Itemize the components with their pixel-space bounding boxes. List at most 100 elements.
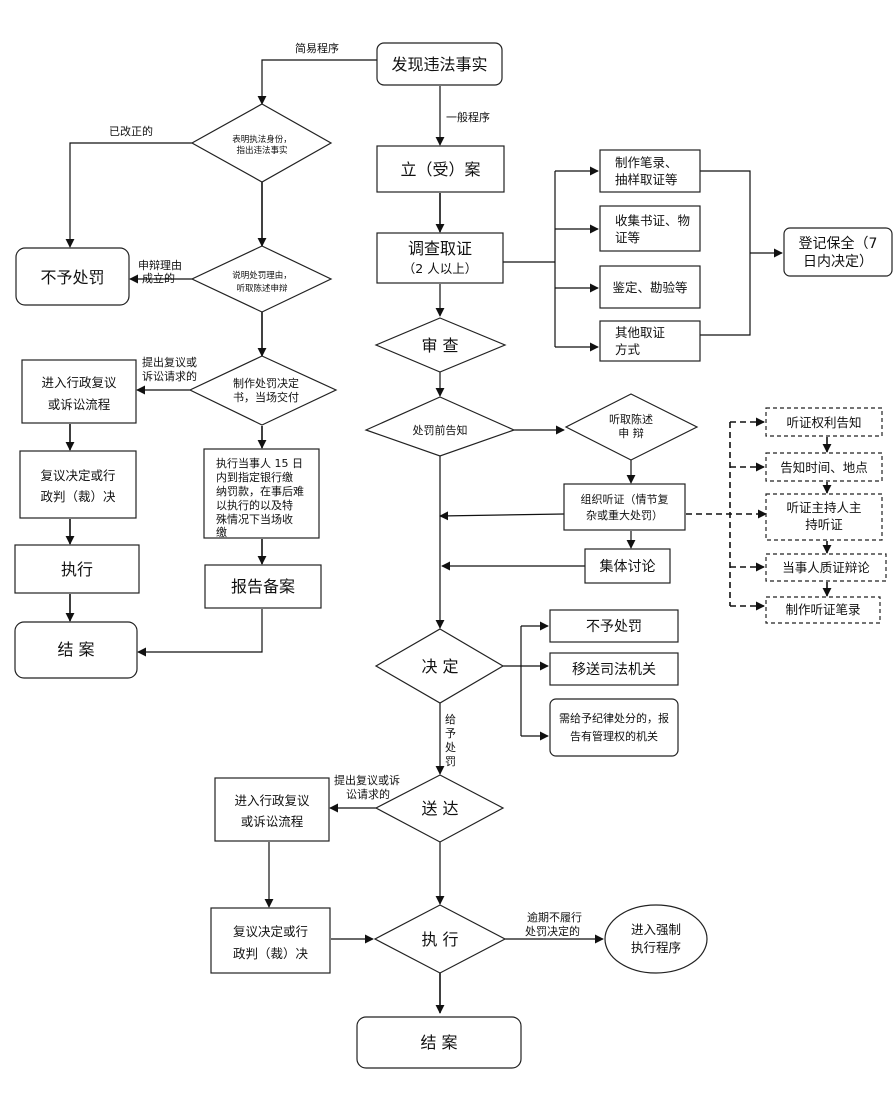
enter-review-left-line1: 进入行政复议 [41,375,117,390]
review-result-left-line2: 政判（裁）决 [40,489,116,504]
other-evidence-line1: 其他取证 [615,325,666,340]
enter-review-left-node: 进入行政复议 或诉讼流程 [21,359,137,424]
show-identity-line2: 指出违法事实 [236,145,287,156]
hearing-step-time-place: 告知时间、地点 [765,452,883,482]
discipline-report-node: 需给予纪律处分的，报 告有管理权的机关 [549,698,679,757]
general-procedure-label: 一般程序 [446,110,490,124]
discipline-line2: 告有管理权的机关 [570,729,658,743]
hearing-node: 组织听证（情节复 杂或重大处罚） [563,483,686,531]
hearing-step-rights-notice: 听证权利告知 [765,407,883,437]
edge-labels: 简易程序 一般程序 已改正的 申辩理由 成立的 提出复议或 诉讼请求的 给 予 … [109,41,582,938]
overdue-line2: 处罚决定的 [525,924,580,938]
review-result-bottom-line1: 复议决定或行 [233,924,308,939]
svg-text:当事人质证辩论: 当事人质证辩论 [782,560,870,575]
investigate-node: 调查取证 （2 人以上） [376,232,504,284]
connector-lines [65,59,832,1014]
collective-discussion-node: 集体讨论 [584,548,671,584]
report-file-node: 报告备案 [204,564,322,609]
review-result-bottom-node: 复议决定或行 政判（裁）决 [210,907,331,974]
defense-valid-line1: 申辩理由 [138,258,182,272]
preserve-line2: 日内决定） [803,254,873,270]
no-penalty-right-label: 不予处罚 [586,619,642,635]
preserve-line1: 登记保全（7 [799,235,878,252]
enter-review-bottom-line2: 或诉讼流程 [241,814,304,829]
hear-statement-diamond: 听取陈述 申 辩 [564,393,699,461]
report-file-label: 报告备案 [231,577,295,596]
pay-fine-node: 执行当事人 15 日 内到指定银行缴 纳罚款，在事后难 以执行的以及特 殊情况下… [203,448,320,539]
discipline-line1: 需给予纪律处分的，报 [559,711,669,725]
discover-violation-label: 发现违法事实 [391,55,487,74]
record-sample-node: 制作笔录、 抽样取证等 [599,149,701,193]
svg-text:制作听证笔录: 制作听证笔录 [785,602,860,617]
deliver-label: 送 达 [421,799,458,818]
make-decision-diamond: 制作处罚决定 书，当场交付 [188,355,338,426]
make-decision-line1: 制作处罚决定 [233,376,299,390]
hear-statement-line1: 听取陈述 [609,412,653,426]
investigate-label: 调查取证 [408,239,472,258]
impose-line2: 予 [445,727,456,740]
hearing-step-host-line1: 听证主持人主持听证 [786,500,861,532]
collect-evidence-node: 收集书证、物 证等 [599,205,701,252]
close-case-label: 结 案 [420,1033,457,1052]
enter-review-left-line2: 或诉讼流程 [48,397,111,412]
explain-reason-line1: 说明处罚理由， [232,270,292,281]
enter-review-bottom-line1: 进入行政复议 [234,793,310,808]
pay-fine-line5: 殊情况下当场收 [216,512,293,526]
impose-line3: 处 [445,741,456,754]
show-identity-diamond: 表明执法身份， 指出违法事实 [190,103,333,183]
preserve-node: 登记保全（7 日内决定） [783,227,893,277]
review-result-left-line1: 复议决定或行 [40,468,115,483]
pay-fine-line4: 以执行的以及特 [216,498,293,512]
pay-fine-line1: 执行当事人 15 日 [216,456,303,470]
enforce-node: 进入强制 执行程序 [604,904,708,974]
execute-left-node: 执行 [14,544,140,594]
transfer-judicial-node: 移送司法机关 [549,652,679,686]
execute-label: 执 行 [421,930,458,949]
other-evidence-line2: 方式 [615,342,641,357]
appeal-bottom-line1: 提出复议或诉 [334,773,400,787]
no-penalty-left-label: 不予处罚 [40,268,104,287]
appraise-node: 鉴定、勘验等 [599,265,701,309]
investigate-sub-label: （2 人以上） [403,261,477,276]
pay-fine-line6: 缴 [216,525,227,539]
collect-evidence-line1: 收集书证、物 [615,213,690,228]
appraise-label: 鉴定、勘验等 [612,280,687,295]
appeal-bottom-line2: 讼请求的 [346,787,390,801]
record-sample-line1: 制作笔录、 [615,155,678,170]
execute-diamond: 执 行 [373,904,507,974]
review-result-left-node: 复议决定或行 政判（裁）决 [19,450,137,519]
corrected-label: 已改正的 [109,124,153,138]
hearing-steps: 听证权利告知 告知时间、地点 听证主持人主持听证 当事人质证辩论 制作听证笔录 [765,407,887,624]
pre-notice-diamond: 处罚前告知 [364,396,516,457]
decide-label: 决 定 [421,657,458,676]
discover-violation-node: 发现违法事实 [376,42,503,86]
register-case-node: 立（受）案 [376,145,505,193]
decide-diamond: 决 定 [374,628,505,704]
hearing-step-host: 听证主持人主持听证 [765,493,883,541]
no-penalty-right-node: 不予处罚 [549,609,679,643]
record-sample-line2: 抽样取证等 [615,172,678,187]
svg-text:告知时间、地点: 告知时间、地点 [780,460,868,475]
hearing-line1: 组织听证（情节复 [581,492,669,506]
make-decision-line2: 书，当场交付 [233,390,299,404]
impose-line4: 罚 [445,755,456,768]
hear-statement-line2: 申 辩 [618,426,644,440]
enforce-line1: 进入强制 [631,922,681,937]
pay-fine-line3: 纳罚款，在事后难 [216,484,304,498]
deliver-diamond: 送 达 [374,774,505,843]
transfer-judicial-label: 移送司法机关 [572,662,656,678]
appeal-left-line1: 提出复议或 [142,355,197,369]
enforce-line2: 执行程序 [631,940,681,955]
collective-discussion-label: 集体讨论 [600,558,656,575]
svg-text:听证权利告知: 听证权利告知 [786,415,861,430]
appeal-left-line2: 诉讼请求的 [142,369,197,383]
collect-evidence-line2: 证等 [615,230,640,245]
defense-valid-line2: 成立的 [142,271,175,285]
close-case-node: 结 案 [356,1016,522,1069]
close-left-node: 结 案 [14,621,138,679]
review-result-bottom-line2: 政判（裁）决 [233,946,309,961]
register-case-label: 立（受）案 [400,160,480,179]
review-label: 审 查 [421,336,458,355]
hearing-step-record: 制作听证笔录 [765,596,881,624]
